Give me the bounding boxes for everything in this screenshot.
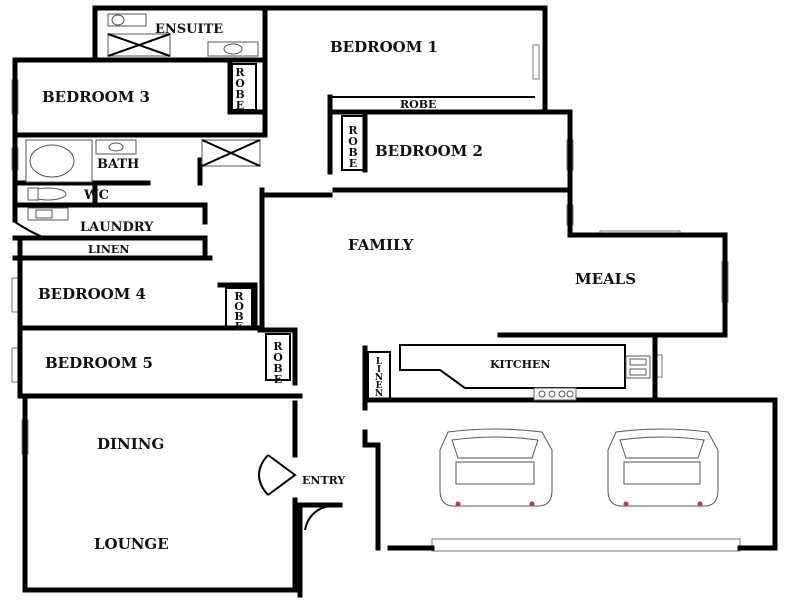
robe-b3-letter: E bbox=[236, 99, 244, 112]
label-laundry: LAUNDRY bbox=[80, 220, 154, 235]
robe-b2-letter: R bbox=[348, 124, 358, 137]
linen-kitchen-letter: L bbox=[376, 357, 383, 367]
robe-b3-letter: R bbox=[235, 66, 245, 79]
label-robe-bedroom-3: R O B E bbox=[235, 66, 245, 112]
label-wc: WC bbox=[83, 188, 109, 203]
robe-b5-letter: R bbox=[273, 340, 283, 353]
label-robe-bedroom-4: R O B E bbox=[234, 290, 244, 333]
fixtures bbox=[25, 13, 651, 401]
label-entry: ENTRY bbox=[302, 474, 345, 487]
robe-b2-letter: E bbox=[349, 157, 357, 170]
label-bedroom-2: BEDROOM 2 bbox=[375, 142, 483, 160]
label-meals: MEALS bbox=[575, 270, 636, 288]
robe-b4-letter: O bbox=[234, 300, 244, 313]
linen-kitchen-letter: E bbox=[376, 381, 383, 391]
label-family: FAMILY bbox=[348, 236, 414, 254]
label-linen-hall: LINEN bbox=[88, 243, 129, 256]
cupboards bbox=[225, 63, 391, 401]
label-ensuite: ENSUITE bbox=[155, 22, 223, 37]
label-lounge: LOUNGE bbox=[94, 535, 169, 553]
car-right-icon bbox=[607, 428, 719, 507]
label-bath: BATH bbox=[97, 157, 139, 172]
linen-kitchen-letter: N bbox=[375, 373, 383, 383]
label-bedroom-1: BEDROOM 1 bbox=[330, 38, 438, 56]
car-left-icon bbox=[439, 428, 553, 507]
robe-b4-letter: R bbox=[234, 290, 244, 303]
robe-b3-letter: O bbox=[235, 77, 245, 90]
label-dining: DINING bbox=[97, 435, 164, 453]
robe-b2-letter: B bbox=[348, 146, 357, 159]
robe-b4-letter: E bbox=[235, 320, 243, 333]
room-labels: ENSUITE BEDROOM 1 BEDROOM 3 ROBE BEDROOM… bbox=[38, 22, 636, 553]
robe-b4-letter: B bbox=[234, 310, 243, 323]
label-bedroom-3: BEDROOM 3 bbox=[42, 88, 150, 106]
walls bbox=[12, 5, 778, 598]
robe-b3-letter: B bbox=[235, 88, 244, 101]
robe-b5-letter: E bbox=[274, 373, 282, 386]
doors bbox=[14, 221, 341, 531]
label-robe-bedroom-2: R O B E bbox=[348, 124, 358, 170]
label-kitchen: KITCHEN bbox=[490, 358, 550, 371]
robe-b5-letter: O bbox=[273, 351, 283, 364]
label-bedroom-4: BEDROOM 4 bbox=[38, 285, 146, 303]
linen-kitchen-letter: I bbox=[377, 365, 381, 375]
label-linen-kitchen: L I N E N bbox=[375, 357, 383, 399]
linen-kitchen-letter: N bbox=[375, 389, 383, 399]
label-robe-bedroom-5: R O B E bbox=[273, 340, 283, 386]
label-robe-bedroom-1: ROBE bbox=[400, 98, 436, 111]
robe-b5-letter: B bbox=[273, 362, 282, 375]
label-bedroom-5: BEDROOM 5 bbox=[45, 354, 153, 372]
robe-b2-letter: O bbox=[348, 135, 358, 148]
